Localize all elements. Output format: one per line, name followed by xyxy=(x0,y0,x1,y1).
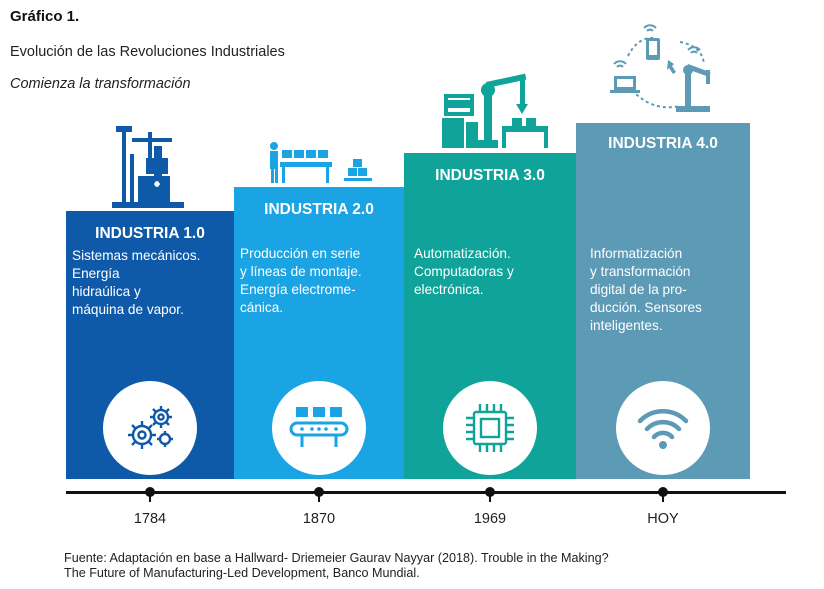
industry-2-panel: INDUSTRIA 2.0 Producción en serie y líne… xyxy=(234,187,404,479)
industry-4-circle xyxy=(616,381,710,475)
industry-4-title: INDUSTRIA 4.0 xyxy=(608,135,718,152)
robotic-arm-illustration-icon xyxy=(442,73,548,148)
steam-engine-illustration-icon xyxy=(112,126,184,208)
year-label-1784: 1784 xyxy=(133,511,167,527)
year-label-1870: 1870 xyxy=(302,511,336,527)
year-label-hoy: HOY xyxy=(647,511,679,527)
industry-3-description: Automatización. Computadoras y electróni… xyxy=(414,246,514,297)
smart-factory-illustration-icon xyxy=(610,24,711,112)
source-note: Fuente: Adaptación en base a Hallward- D… xyxy=(64,551,609,580)
industry-1-panel: INDUSTRIA 1.0 Sistemas mecánicos. Energí… xyxy=(66,211,234,479)
industry-1-description: Sistemas mecánicos. Energía hidraúlica y… xyxy=(72,248,201,317)
wifi-icon xyxy=(637,409,689,449)
figure-tagline: Comienza la transformación xyxy=(10,76,191,92)
microchip-icon xyxy=(466,404,514,452)
timeline-marker-1870 xyxy=(314,487,324,497)
year-label-1969: 1969 xyxy=(473,511,507,527)
assembly-line-illustration-icon xyxy=(270,142,372,183)
conveyor-belt-icon xyxy=(289,407,349,447)
industry-2-description: Producción en serie y líneas de montaje.… xyxy=(240,246,362,315)
industry-1-circle xyxy=(103,381,197,475)
timeline-marker-hoy xyxy=(658,487,668,497)
industry-3-panel: INDUSTRIA 3.0 Automatización. Computador… xyxy=(404,153,576,479)
timeline-tick-1870 xyxy=(318,494,320,502)
timeline-tick-hoy xyxy=(662,494,664,502)
industry-4-panel: INDUSTRIA 4.0 Informatización y transfor… xyxy=(576,123,750,479)
gears-icon xyxy=(128,406,173,449)
industry-2-title: INDUSTRIA 2.0 xyxy=(264,201,374,218)
figure-title: Evolución de las Revoluciones Industrial… xyxy=(10,44,285,60)
figure-label: Gráfico 1. xyxy=(10,8,80,25)
industry-3-title: INDUSTRIA 3.0 xyxy=(435,167,545,184)
industry-3-circle xyxy=(443,381,537,475)
industry-4-description: Informatización y transformación digital… xyxy=(590,246,702,333)
timeline-marker-1784 xyxy=(145,487,155,497)
timeline-tick-1969 xyxy=(489,494,491,502)
industry-1-title: INDUSTRIA 1.0 xyxy=(95,225,205,242)
timeline-axis xyxy=(66,491,786,494)
timeline-marker-1969 xyxy=(485,487,495,497)
industry-2-circle xyxy=(272,381,366,475)
timeline-tick-1784 xyxy=(149,494,151,502)
